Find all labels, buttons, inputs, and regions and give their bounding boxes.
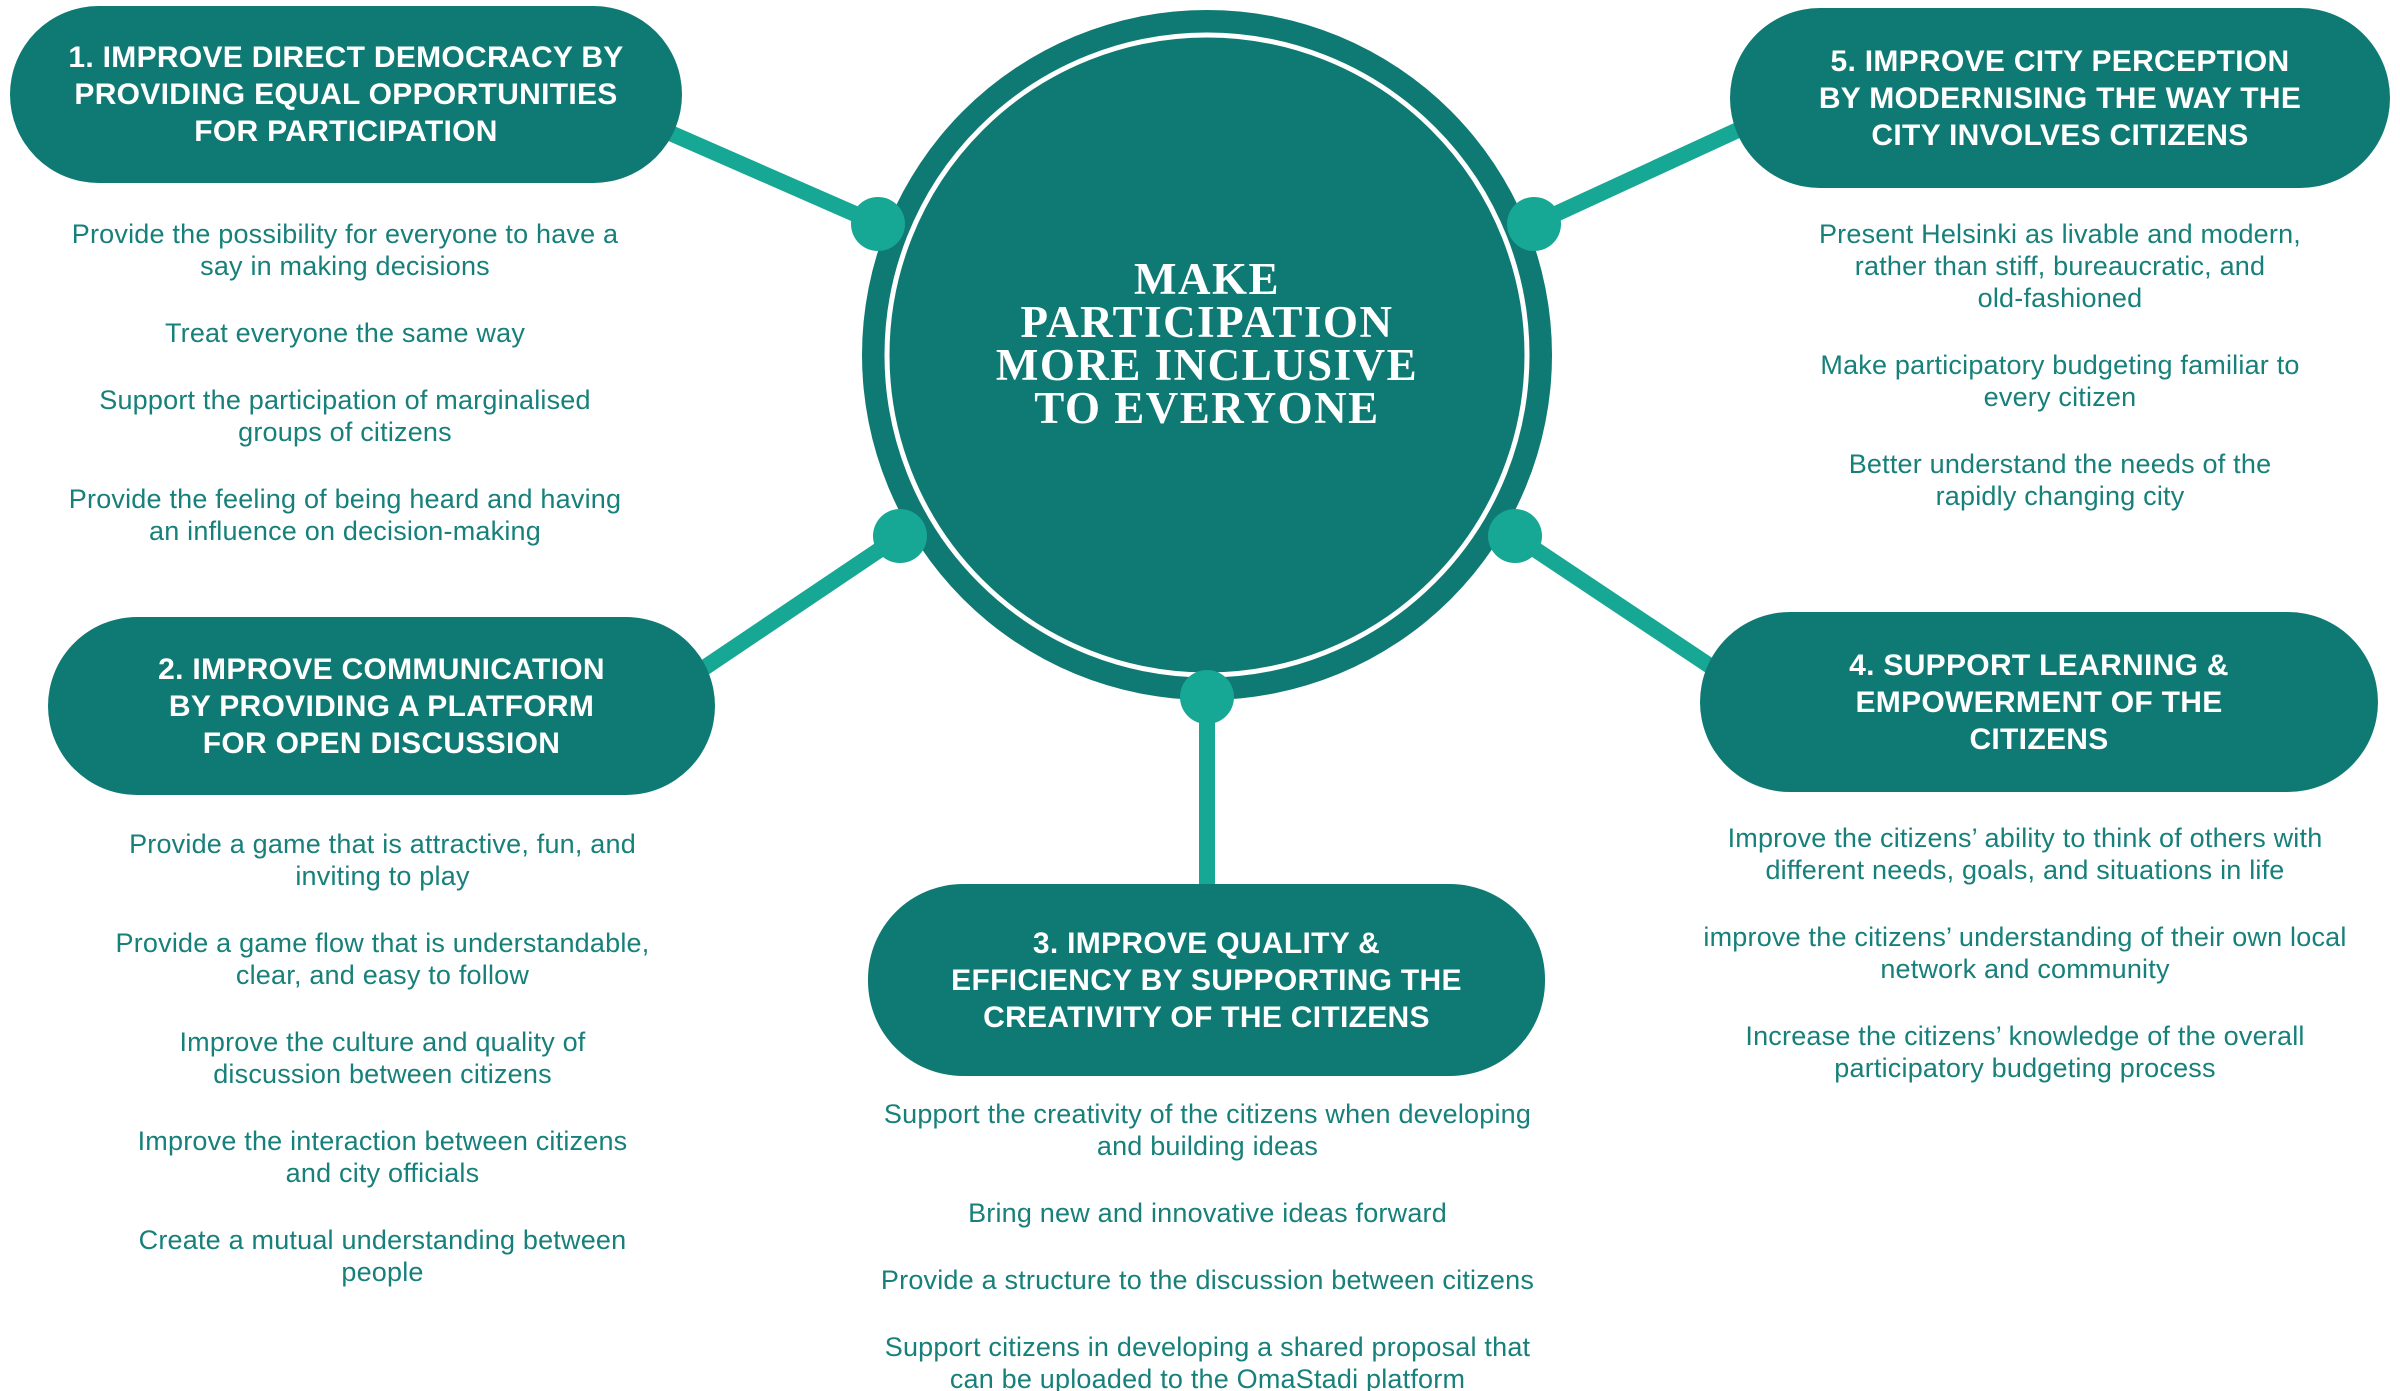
center-circle [862,10,1552,700]
bullet-text: Provide a game flow that is understandab… [115,928,650,990]
connector-dot-2 [873,509,927,563]
bullet-text: Make participatory budgeting familiar to… [1820,350,2300,412]
goal-bullets-4: Improve the citizens’ ability to think o… [1665,822,2385,1119]
goal-pill-1: 1. IMPROVE DIRECT DEMOCRACY BY PROVIDING… [10,6,682,183]
bullet-text: Provide the possibility for everyone to … [71,219,619,281]
goal-bullets-2: Provide a game that is attractive, fun, … [50,828,715,1323]
bullet-text: Provide a game that is attractive, fun, … [129,829,636,891]
goal-pill-4-title: 4. SUPPORT LEARNING & EMPOWERMENT OF THE… [1849,648,2229,756]
goal-pill-2: 2. IMPROVE COMMUNICATION BY PROVIDING A … [48,617,715,795]
goal-bullets-5: Present Helsinki as livable and modern, … [1735,218,2385,547]
goal-bullets-3: Support the creativity of the citizens w… [845,1098,1570,1391]
connector-line-5 [1530,122,1742,232]
bullet-text: Increase the citizens’ knowledge of the … [1745,1021,2305,1083]
bullet-text: Improve the culture and quality of discu… [179,1027,586,1089]
bullet-text: Provide a structure to the discussion be… [880,1265,1535,1295]
center-goal-text: MAKE PARTICIPATION MORE INCLUSIVE TO EVE… [995,254,1419,433]
connector-line-1 [664,124,882,232]
bullet-text: Treat everyone the same way [164,318,526,348]
bullet-text: Support the participation of marginalise… [99,385,591,447]
connector-dot-4 [1488,509,1542,563]
bullet-text: Create a mutual understanding between pe… [138,1225,627,1287]
bullet-text: Support citizens in developing a shared … [884,1332,1531,1391]
goal-bullets-1: Provide the possibility for everyone to … [15,218,675,582]
goal-pill-4: 4. SUPPORT LEARNING & EMPOWERMENT OF THE… [1700,612,2378,792]
bullet-text: Better understand the needs of the rapid… [1848,449,2272,511]
connector-line-2 [699,529,905,675]
goal-pill-3-title: 3. IMPROVE QUALITY & EFFICIENCY BY SUPPO… [951,926,1462,1034]
connector-dot-3 [1180,670,1234,724]
connector-dot-5 [1507,197,1561,251]
bullet-text: Support the creativity of the citizens w… [883,1099,1532,1161]
bullet-text: improve the citizens’ understanding of t… [1703,922,2347,984]
bullet-text: Improve the citizens’ ability to think o… [1727,823,2323,885]
goal-pill-5: 5. IMPROVE CITY PERCEPTION BY MODERNISIN… [1730,8,2390,188]
bullet-text: Present Helsinki as livable and modern, … [1818,219,2302,313]
goal-pill-2-title: 2. IMPROVE COMMUNICATION BY PROVIDING A … [158,652,605,760]
goal-pill-1-title: 1. IMPROVE DIRECT DEMOCRACY BY PROVIDING… [68,41,624,148]
connector-line-4 [1510,529,1715,673]
bullet-text: Improve the interaction between citizens… [137,1126,628,1188]
bullet-text: Provide the feeling of being heard and h… [68,484,622,546]
goal-pill-5-title: 5. IMPROVE CITY PERCEPTION BY MODERNISIN… [1818,44,2302,152]
connector-dot-1 [851,197,905,251]
goal-pill-3: 3. IMPROVE QUALITY & EFFICIENCY BY SUPPO… [868,884,1545,1076]
bullet-text: Bring new and innovative ideas forward [968,1198,1447,1228]
